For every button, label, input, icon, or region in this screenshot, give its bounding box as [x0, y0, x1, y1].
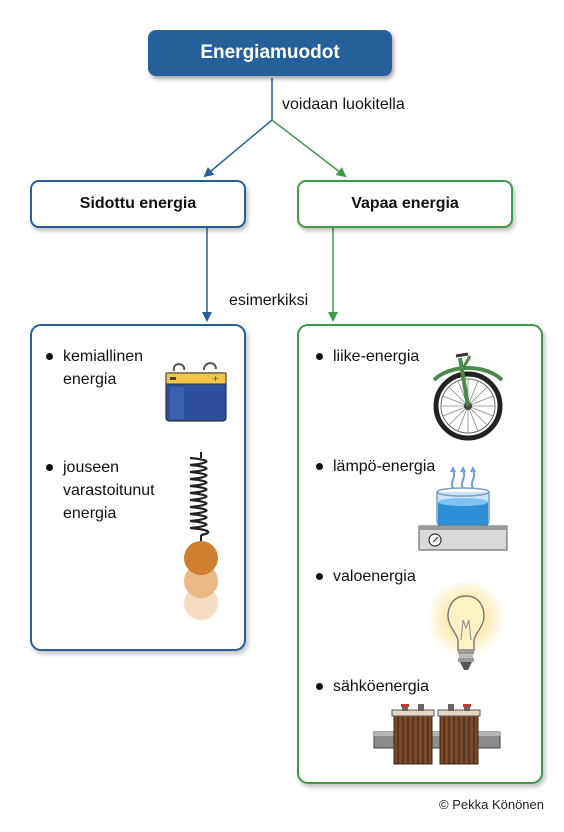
item-label: valoenergia — [333, 568, 416, 585]
battery-icon: + — [160, 355, 232, 432]
bullet-dot — [316, 463, 323, 470]
category-free-title: Vapaa energia — [351, 195, 459, 212]
arrow-to-free — [271, 119, 347, 178]
bullet-dot — [46, 464, 53, 471]
title-text: Energiamuodot — [200, 42, 340, 63]
bullet-dot — [316, 573, 323, 580]
water-pot-on-stove-icon — [413, 460, 513, 557]
category-bound-title: Sidottu energia — [79, 195, 197, 212]
bullet-dot — [316, 353, 323, 360]
item-label: liike-energia — [333, 348, 420, 365]
list-item-chemical-energy: kemiallinen energia — [46, 345, 144, 391]
bullet-dot — [316, 683, 323, 690]
item-label: lämpö-energia — [333, 458, 436, 475]
list-item-electric-energy: sähköenergia — [316, 675, 430, 698]
examples-label: esimerkiksi — [229, 292, 309, 309]
electromagnet-coils-icon — [372, 702, 502, 775]
list-item-spring-energy: jouseen varastoitunut energia — [46, 456, 155, 525]
list-item-light-energy: valoenergia — [316, 565, 416, 588]
list-item-heat-energy: lämpö-energia — [316, 455, 436, 478]
item-label: jouseen varastoitunut energia — [63, 459, 155, 522]
light-bulb-icon — [418, 580, 514, 685]
item-label: sähköenergia — [333, 678, 430, 695]
copyright-text: © Pekka Könönen — [439, 797, 544, 812]
title-box: Energiamuodot — [148, 30, 392, 76]
bullet-dot — [46, 353, 53, 360]
connector-label: voidaan luokitella — [282, 96, 405, 113]
list-item-kinetic-energy: liike-energia — [316, 345, 420, 368]
category-free-energy: Vapaa energia — [297, 180, 513, 228]
spring-with-ball-icon — [178, 452, 224, 627]
arrow-to-bound — [203, 119, 273, 178]
category-bound-energy: Sidottu energia — [30, 180, 246, 228]
item-label: kemiallinen energia — [63, 348, 144, 388]
bicycle-wheel-icon — [430, 350, 510, 447]
svg-text:+: + — [212, 374, 219, 383]
